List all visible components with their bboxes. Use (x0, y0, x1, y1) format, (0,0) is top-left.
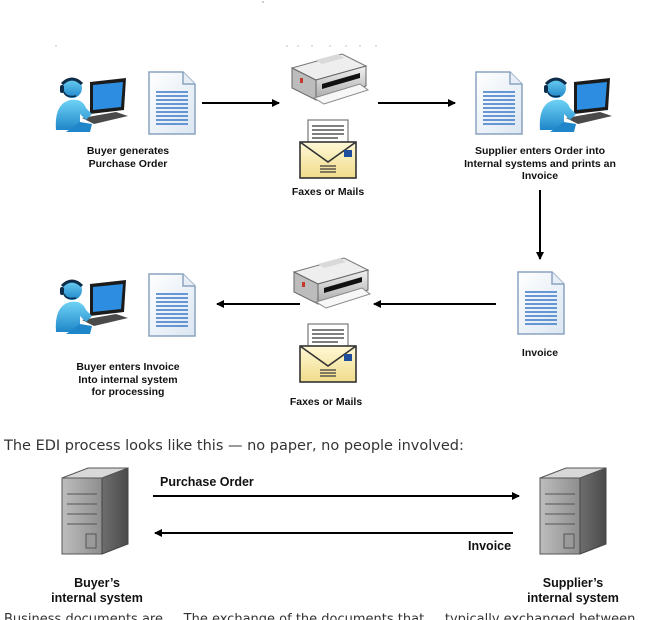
envelope-letter-icon-bottom (299, 323, 357, 383)
fax-printer-icon-top (291, 53, 369, 105)
buyer-laptop-icon (54, 76, 128, 134)
supplier-laptop-icon (538, 76, 612, 134)
label-faxes-or-mails-top: Faxes or Mails (291, 186, 365, 198)
envelope-letter-icon-top (299, 119, 357, 179)
faint-top-artifacts (55, 1, 377, 47)
label-invoice: Invoice (521, 347, 559, 359)
label-buyer-internal-system: Buyer’s internal system (51, 576, 143, 605)
cut-off-paragraph: Business documents are ... The exchange … (4, 612, 636, 620)
buyer-server-icon (61, 467, 129, 555)
label-edi-invoice: Invoice (468, 539, 512, 553)
fax-printer-icon-bottom (293, 257, 371, 309)
label-supplier-internal-system: Supplier’s internal system (527, 576, 619, 605)
buyer-laptop-icon-bottom (54, 278, 128, 336)
label-supplier-enters: Supplier enters Order into Internal syst… (464, 145, 616, 182)
supplier-document-icon (475, 71, 523, 135)
purchase-order-document-icon (148, 71, 196, 135)
supplier-server-icon (539, 467, 607, 555)
label-buyer-enters-invoice: Buyer enters Invoice Into internal syste… (76, 361, 180, 398)
label-edi-purchase-order: Purchase Order (160, 475, 254, 489)
invoice-document-icon (517, 271, 565, 335)
label-buyer-generates: Buyer generates Purchase Order (86, 145, 170, 170)
label-faxes-or-mails-bottom: Faxes or Mails (289, 396, 363, 408)
buyer-invoice-document-icon (148, 273, 196, 337)
edi-intro-text: The EDI process looks like this — no pap… (4, 438, 464, 454)
